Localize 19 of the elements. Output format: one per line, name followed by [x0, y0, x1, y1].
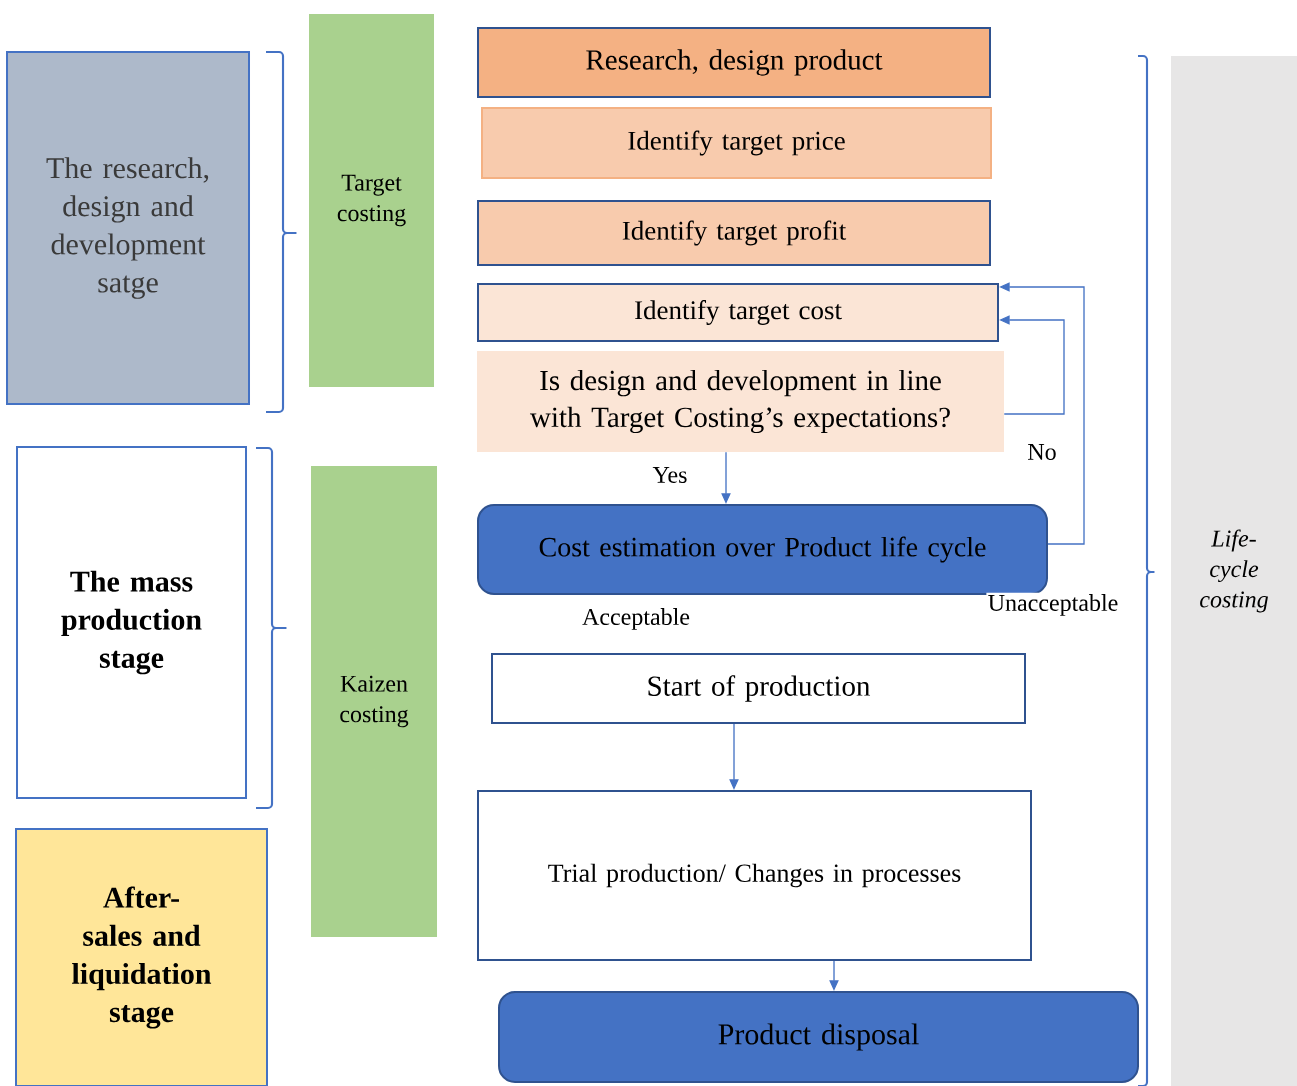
stage-box: The research, design and development satge	[6, 51, 250, 405]
costing-band: Kaizen costing	[311, 466, 437, 937]
stage-box: The mass production stage	[16, 446, 247, 799]
costing-band: Target costing	[309, 14, 434, 387]
flow-label: Acceptable	[582, 608, 690, 630]
stage-box: After-sales and liquidation stage	[15, 828, 268, 1086]
process-box: Identify target profit	[477, 200, 991, 266]
edge-label: Yes	[652, 467, 687, 483]
process-box: Identify target price	[481, 107, 992, 179]
process-box: Start of production	[491, 653, 1026, 724]
rounded-process-box: Product disposal	[498, 991, 1139, 1083]
process-box: Research, design product	[477, 27, 991, 98]
edge-label: Unacceptable	[988, 594, 1118, 616]
rounded-process-box: Cost estimation over Product life cycle	[477, 504, 1048, 595]
process-box: Trial production/ Changes in processes	[477, 790, 1032, 961]
life-cycle-band: Life-cycle costing	[1171, 56, 1297, 1086]
process-box: Identify target cost	[477, 283, 999, 342]
edge-label: No	[1028, 444, 1056, 460]
decision-box: Is design and development in line with Target Costing’s expectations?	[477, 351, 1004, 452]
